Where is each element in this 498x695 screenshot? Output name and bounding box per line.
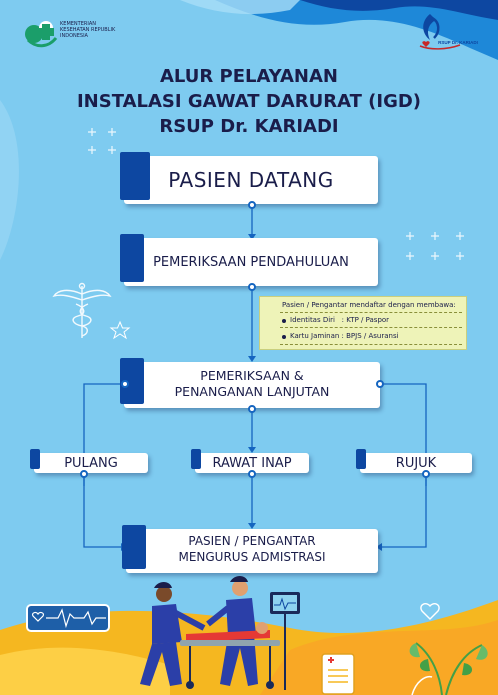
caduceus-icon <box>52 282 112 338</box>
heartbeat-icon <box>26 604 110 632</box>
note-item-identity: Identitas Diri : KTP / Paspor <box>290 316 390 324</box>
step-pasien-datang-label: PASIEN DATANG <box>168 168 334 192</box>
title-line-1: ALUR PELAYANAN <box>160 66 338 87</box>
plant-icon <box>409 642 488 695</box>
step-accent <box>120 152 150 200</box>
connector-dot <box>422 470 430 478</box>
note-divider <box>280 344 462 345</box>
step-pulang-label: PULANG <box>64 455 118 471</box>
step-pasien-datang: PASIEN DATANG <box>120 152 378 204</box>
step-accent <box>122 525 146 569</box>
bullet-icon <box>282 335 286 339</box>
step-rawat-inap-label: RAWAT INAP <box>212 455 292 471</box>
step-administrasi-label-2: MENGURUS ADMISTRASI <box>178 550 326 564</box>
rsup-logo-text: RSUP Dr. KARIADI <box>438 40 478 45</box>
step-administrasi: PASIEN / PENGANTAR MENGURUS ADMISTRASI <box>122 525 378 573</box>
step-lanjutan-label-1: PEMERIKSAAN & <box>200 368 304 383</box>
note-heading: Pasien / Pengantar mendaftar dengan memb… <box>282 301 456 309</box>
note-divider <box>280 327 462 328</box>
step-rujuk-label: RUJUK <box>395 455 437 471</box>
stretcher-illustration <box>140 576 300 690</box>
title-line-2: INSTALASI GAWAT DARURAT (IGD) <box>76 91 422 112</box>
note-item-insurance: Kartu Jaminan : BPJS / Asuransi <box>290 332 399 340</box>
note-divider <box>280 312 462 313</box>
connector-dot <box>80 470 88 478</box>
connector-dot <box>376 380 384 388</box>
step-lanjutan-label-2: PENANGANAN LANJUTAN <box>174 384 330 399</box>
step-accent <box>191 449 201 469</box>
kemenkes-logo-icon <box>22 16 62 52</box>
connector-dot <box>248 470 256 478</box>
title-line-3: RSUP Dr. KARIADI <box>159 116 339 137</box>
registration-note: Pasien / Pengantar mendaftar dengan memb… <box>259 296 467 350</box>
step-pemeriksaan-pendahuluan: PEMERIKSAAN PENDAHULUAN <box>120 234 378 286</box>
connector-dot <box>248 283 256 291</box>
connector-dot <box>121 380 129 388</box>
clipboard-icon <box>321 653 355 695</box>
step-accent <box>30 449 40 469</box>
step-pemeriksaan-pendahuluan-label: PEMERIKSAAN PENDAHULUAN <box>153 254 349 270</box>
step-accent <box>356 449 366 469</box>
step-pulang: PULANG <box>30 449 148 473</box>
connector-dot <box>248 201 256 209</box>
connector-dot <box>248 405 256 413</box>
bullet-icon <box>282 319 286 323</box>
step-accent <box>120 234 144 282</box>
step-rujuk: RUJUK <box>356 449 472 473</box>
step-rawat-inap: RAWAT INAP <box>191 449 309 473</box>
rsup-kariadi-logo-icon <box>416 12 476 52</box>
kemenkes-logo-text: KEMENTERIAN KESEHATAN REPUBLIK INDONESIA <box>60 21 116 39</box>
step-pemeriksaan-lanjutan: PEMERIKSAAN & PENANGANAN LANJUTAN <box>120 358 380 408</box>
step-administrasi-label-1: PASIEN / PENGANTAR <box>188 534 316 548</box>
